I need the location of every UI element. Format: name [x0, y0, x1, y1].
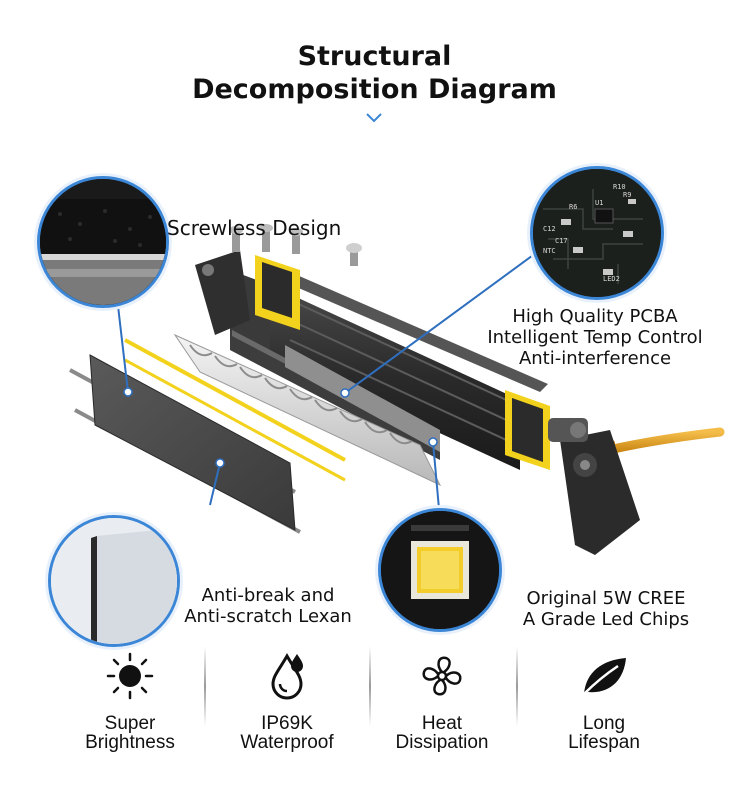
feature-label-line-2: Waterproof — [240, 732, 334, 753]
yellow-end-cap-left — [255, 255, 300, 330]
fan-icon — [422, 656, 462, 696]
yellow-seal-strip-2 — [124, 358, 346, 482]
mounting-bracket-right — [548, 418, 640, 555]
divider — [369, 646, 371, 726]
pcb-marking-u1: U1 — [595, 199, 603, 207]
feature-super-brightness: Super Brightness — [45, 640, 215, 752]
led-chip-closeup — [381, 511, 499, 629]
exploded-light-bar-illustration — [69, 224, 725, 555]
callout-led-chips: Original 5W CREE A Grade Led Chips — [506, 588, 706, 630]
feature-heat-dissipation: Heat Dissipation — [357, 640, 527, 752]
leaf-icon — [583, 658, 626, 695]
detail-circle-gasket — [37, 176, 169, 308]
yellow-end-cap-right — [505, 390, 550, 470]
feature-row: Super Brightness IP69K Waterproof Heat — [0, 640, 749, 760]
callout-pcba-line-2: Intelligent Temp Control — [487, 327, 703, 348]
mounting-bracket-left — [195, 250, 250, 335]
detail-circle-lexan — [48, 515, 180, 647]
feature-label-line-1: Super — [104, 713, 156, 734]
callout-led-chips-line-2: A Grade Led Chips — [522, 609, 690, 630]
pcb-marking-r9: R9 — [623, 191, 631, 199]
detail-circle-pcba: R10 R9 R6 U1 C12 NTC LED2 C17 — [530, 166, 664, 300]
feature-label-line-2: Lifespan — [568, 732, 640, 753]
callout-lexan-line-2: Anti-scratch Lexan — [184, 606, 352, 627]
pcb-marking-r10: R10 — [613, 183, 626, 191]
pcb-marking-led2: LED2 — [603, 275, 620, 283]
callout-led-chips-line-1: Original 5W CREE — [526, 588, 686, 609]
callout-pcba-line-1: High Quality PCBA — [512, 306, 678, 327]
diagram-title: Structural Decomposition Diagram — [0, 40, 749, 106]
divider — [204, 646, 206, 726]
title-line-1: Structural — [297, 41, 452, 72]
feature-ip69k-waterproof: IP69K Waterproof — [202, 640, 372, 752]
foam-gasket-closeup — [40, 179, 166, 305]
led-board-panel — [285, 345, 440, 452]
lexan-lens-plate — [89, 354, 296, 531]
sun-icon — [106, 652, 154, 700]
callout-screwless-design: Screwless Design — [167, 218, 341, 239]
callout-screwless-text: Screwless Design — [167, 216, 342, 240]
yellow-seal-strip — [124, 338, 346, 462]
callout-pcba-line-3: Anti-interference — [518, 348, 672, 369]
divider — [516, 646, 518, 726]
feature-label-line-1: Long — [582, 713, 626, 734]
feature-label-line-1: Heat — [421, 713, 463, 734]
detail-circle-led-chip — [378, 508, 502, 632]
feature-label-line-2: Brightness — [85, 732, 175, 753]
feature-long-lifespan: Long Lifespan — [519, 640, 689, 752]
lexan-closeup — [51, 518, 177, 644]
water-drops-icon — [271, 652, 303, 700]
callout-pcba: High Quality PCBA Intelligent Temp Contr… — [470, 306, 720, 369]
callout-lexan-line-1: Anti-break and — [201, 585, 335, 606]
pcb-marking-r6: R6 — [569, 203, 577, 211]
callout-lexan: Anti-break and Anti-scratch Lexan — [168, 585, 368, 627]
reflector-array — [173, 333, 442, 487]
pcb-marking-c12: C12 — [543, 225, 556, 233]
leader-dots — [123, 387, 438, 468]
feature-label-line-1: IP69K — [261, 713, 313, 734]
title-line-2: Decomposition Diagram — [192, 74, 557, 105]
pcb-marking-c17: C17 — [555, 237, 568, 245]
chevron-down-icon — [366, 113, 382, 123]
screws — [229, 224, 362, 266]
pcba-closeup: R10 R9 R6 U1 C12 NTC LED2 C17 — [533, 169, 661, 297]
feature-label-line-2: Dissipation — [395, 732, 489, 753]
pcb-marking-ntc: NTC — [543, 247, 556, 255]
